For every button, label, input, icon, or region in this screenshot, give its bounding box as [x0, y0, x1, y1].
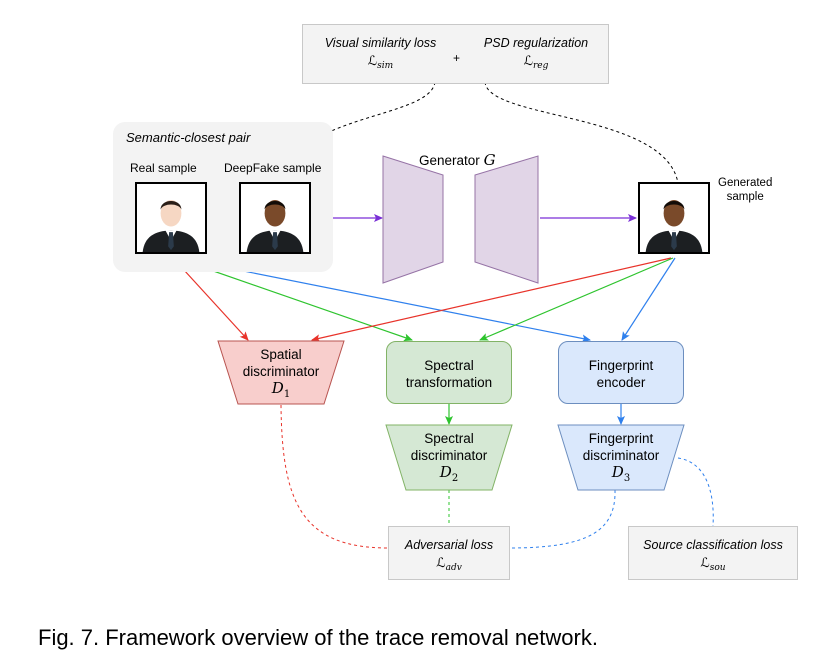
figure-caption: Fig. 7. Framework overview of the trace …	[38, 625, 598, 650]
generated-sample-image	[638, 182, 710, 254]
reg-loss-group: PSD regularization ℒreg	[471, 36, 601, 71]
fingerprint-discriminator-shape	[557, 424, 685, 491]
gen-to-encoder-arrow	[621, 257, 676, 341]
generator-symbol: G	[483, 151, 496, 169]
sim-loss-title: Visual similarity loss	[324, 36, 437, 50]
spectral-transformation-text: Spectral transformation	[405, 358, 493, 390]
source-loss-box: Source classification loss ℒsou	[628, 526, 798, 580]
reg-loss-connector	[484, 81, 679, 184]
spectral-discriminator-text: Spectral discriminator D2	[410, 431, 488, 484]
fingerprint-encoder-box	[558, 341, 684, 404]
spatial-discriminator-shape	[217, 340, 345, 405]
real-sample-label: Real sample	[130, 161, 197, 175]
top-loss-box: Visual similarity loss ℒsim + PSD regula…	[302, 24, 609, 84]
generated-sample-label: Generated sample	[718, 177, 773, 203]
sim-loss-connector	[275, 81, 436, 189]
adversarial-loss-symbol: ℒadv	[436, 556, 462, 573]
fp-to-source-dashed	[677, 457, 714, 527]
fingerprint-encoder-text: Fingerprint encoder	[588, 358, 654, 390]
generator-decoder-shape	[474, 155, 539, 284]
spectral-transformation-box	[386, 341, 512, 404]
reg-loss-title: PSD regularization	[483, 36, 589, 50]
gen-to-spectral-arrow	[479, 257, 674, 341]
generator-encoder-shape	[382, 155, 444, 284]
plus-sign: +	[453, 51, 461, 65]
deepfake-sample-label: DeepFake sample	[224, 161, 322, 175]
spatial-discriminator-text: Spatial discriminator D1	[242, 347, 320, 400]
deepfake-sample-image	[239, 182, 311, 254]
generator-label: Generator G	[419, 151, 496, 169]
reg-loss-symbol: ℒreg	[523, 54, 549, 71]
real-sample-image	[135, 182, 207, 254]
sim-loss-symbol: ℒsim	[367, 54, 394, 71]
source-loss-title: Source classification loss	[643, 538, 783, 552]
dark-skin-person-icon	[241, 184, 309, 252]
sim-loss-group: Visual similarity loss ℒsim	[313, 36, 448, 71]
adversarial-loss-box: Adversarial loss ℒadv	[388, 526, 510, 580]
fingerprint-discriminator-text: Fingerprint discriminator D3	[582, 431, 660, 484]
dark-skin-person-icon	[640, 184, 708, 252]
light-skin-person-icon	[137, 184, 205, 252]
spatial-to-adv-dashed	[280, 404, 389, 549]
fp-to-adv-dashed	[509, 489, 616, 549]
semantic-pair-title: Semantic-closest pair	[126, 130, 251, 145]
source-loss-symbol: ℒsou	[700, 556, 726, 573]
spectral-discriminator-shape	[385, 424, 513, 491]
adversarial-loss-title: Adversarial loss	[404, 538, 494, 552]
gen-to-spatial-arrow	[311, 257, 672, 343]
